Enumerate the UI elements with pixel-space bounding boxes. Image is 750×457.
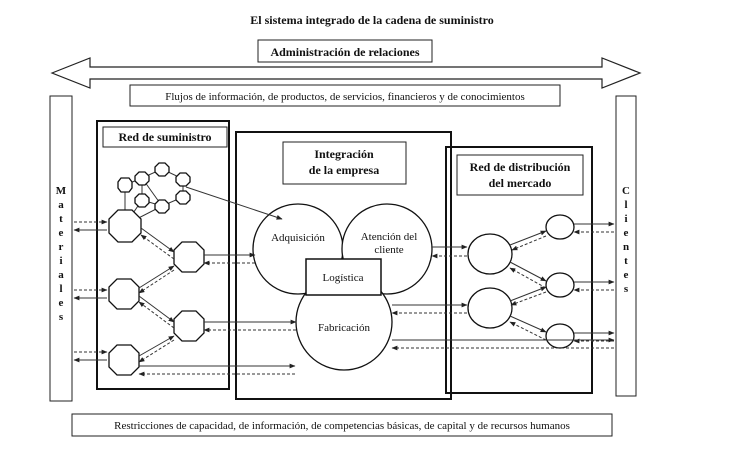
logistics-box — [305, 258, 382, 296]
double-arrow — [50, 57, 642, 89]
customer-node — [545, 323, 575, 349]
supplier-node-small — [154, 162, 170, 177]
supply-network-title: Red de suministro — [118, 130, 211, 144]
distribution-title-line2: del mercado — [489, 176, 552, 190]
distribution-link — [509, 267, 547, 289]
distribution-box — [445, 146, 593, 394]
distribution-link — [510, 291, 547, 306]
flows-label-box — [129, 84, 561, 107]
distribution-title-box — [456, 154, 584, 196]
supplier-node-small — [175, 190, 191, 205]
constraints-label-box — [71, 413, 613, 437]
distribution-title-line1: Red de distribución — [470, 160, 571, 174]
supplier-link — [138, 295, 175, 323]
supplier-node — [173, 310, 205, 342]
enterprise-title-line1: Integración — [314, 147, 374, 161]
distribution-node — [467, 287, 513, 329]
distribution-node — [467, 233, 513, 275]
distribution-link — [509, 315, 547, 333]
supplier-link — [140, 234, 175, 260]
distribution-link — [509, 230, 547, 246]
distribution-link — [509, 321, 547, 341]
supplier-link — [138, 335, 175, 357]
customers-bar — [615, 95, 637, 397]
logistics-label: Logística — [323, 272, 364, 284]
supplier-node-small — [134, 171, 150, 186]
supplier-node-small — [117, 177, 133, 193]
customer-service-label-2: cliente — [374, 244, 403, 256]
diagram-title: El sistema integrado de la cadena de sum… — [250, 13, 493, 27]
supplier-node — [108, 278, 140, 310]
supplier-link — [138, 301, 175, 329]
supplier-node — [108, 344, 140, 376]
supplier-node-small — [154, 199, 170, 214]
supplier-link — [138, 269, 175, 294]
supplier-link — [138, 339, 175, 363]
supply-network-title-box — [102, 126, 228, 148]
distribution-link — [511, 235, 547, 251]
acquisition-label: Adquisición — [271, 232, 325, 244]
supplier-node-small — [134, 193, 150, 208]
supplier-node — [108, 209, 142, 243]
supplier-node — [173, 241, 205, 273]
enterprise-title-box — [282, 141, 407, 185]
enterprise-box — [235, 131, 452, 400]
distribution-link — [509, 286, 547, 302]
customer-node — [545, 272, 575, 298]
supplier-node-small — [175, 172, 191, 187]
manufacturing-label: Fabricación — [318, 322, 370, 334]
constraints-label: Restricciones de capacidad, de informaci… — [114, 420, 570, 432]
customer-service-label-1: Atención del — [361, 231, 418, 243]
customer-node — [545, 214, 575, 240]
materials-bar — [49, 95, 73, 402]
distribution-link — [509, 261, 547, 282]
relations-label-box — [257, 39, 433, 63]
supplier-to-acquisition-arrow — [185, 186, 283, 220]
relations-label: Administración de relaciones — [270, 45, 419, 59]
supplier-link — [140, 227, 175, 253]
supplier-link — [138, 265, 175, 289]
flows-label: Flujos de información, de productos, de … — [165, 91, 525, 103]
enterprise-title-line2: de la empresa — [309, 163, 379, 177]
